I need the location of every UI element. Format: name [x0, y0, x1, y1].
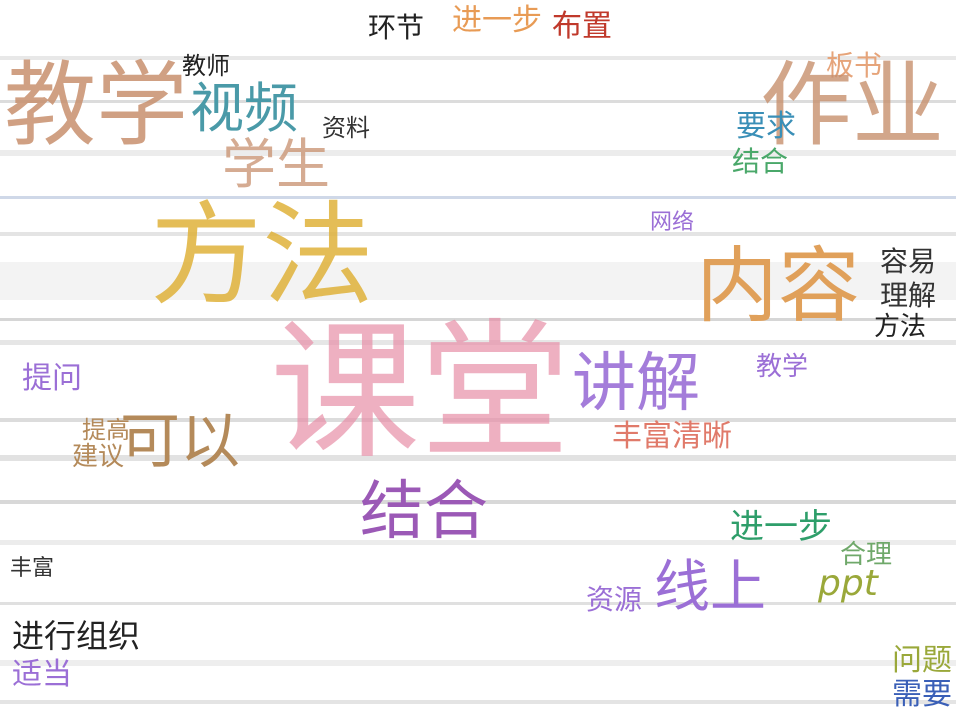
- word: 提问: [22, 361, 82, 396]
- word: 进行组织: [12, 617, 141, 655]
- glitch-band: [0, 150, 956, 156]
- word: 适当: [12, 657, 72, 692]
- word: 作业: [760, 52, 945, 159]
- word: ppt: [818, 563, 878, 604]
- word: 要求: [736, 109, 796, 144]
- glitch-band: [0, 418, 956, 422]
- word: 内容: [696, 239, 861, 334]
- word: 资料: [322, 114, 370, 142]
- word: 学生: [222, 133, 330, 196]
- glitch-band: [0, 340, 956, 345]
- word: 网络: [650, 210, 695, 235]
- glitch-band: [0, 660, 956, 666]
- word: 理解: [880, 279, 937, 312]
- glitch-band: [0, 540, 956, 545]
- glitch-band: [0, 700, 956, 704]
- word: 进一步: [452, 3, 542, 38]
- glitch-band: [0, 455, 956, 461]
- word: 丰富: [10, 556, 55, 581]
- word: 方法: [150, 191, 374, 321]
- word: 视频: [190, 77, 298, 140]
- word: 板书: [826, 49, 883, 82]
- word: 问题: [892, 643, 952, 678]
- word: 教学: [4, 52, 189, 159]
- word: 结合: [732, 145, 789, 178]
- word: 合理: [840, 540, 893, 570]
- word: 布置: [552, 9, 612, 44]
- word: 教师: [182, 52, 230, 80]
- word: 需要: [892, 677, 952, 712]
- word: 课堂: [270, 306, 571, 480]
- word: 进一步: [730, 507, 832, 547]
- word: 讲解: [572, 347, 700, 421]
- word: 教学: [756, 352, 809, 382]
- glitch-band: [0, 196, 956, 199]
- word: 可以: [120, 407, 240, 477]
- word: 线上: [654, 555, 766, 620]
- word: 资源: [586, 583, 643, 616]
- glitch-band: [0, 232, 956, 236]
- glitch-band: [0, 500, 956, 504]
- glitch-band: [0, 318, 956, 321]
- word: 结合: [360, 475, 488, 549]
- word: 丰富清晰: [612, 419, 732, 454]
- word: 方法: [874, 312, 927, 342]
- glitch-band: [0, 602, 956, 605]
- word: 建议: [72, 442, 125, 472]
- glitch-band: [0, 100, 956, 103]
- glitch-band: [0, 56, 956, 60]
- word: 容易: [880, 245, 937, 278]
- word: 环节: [368, 11, 425, 44]
- glitch-band: [0, 262, 956, 300]
- word: 提高: [82, 416, 130, 444]
